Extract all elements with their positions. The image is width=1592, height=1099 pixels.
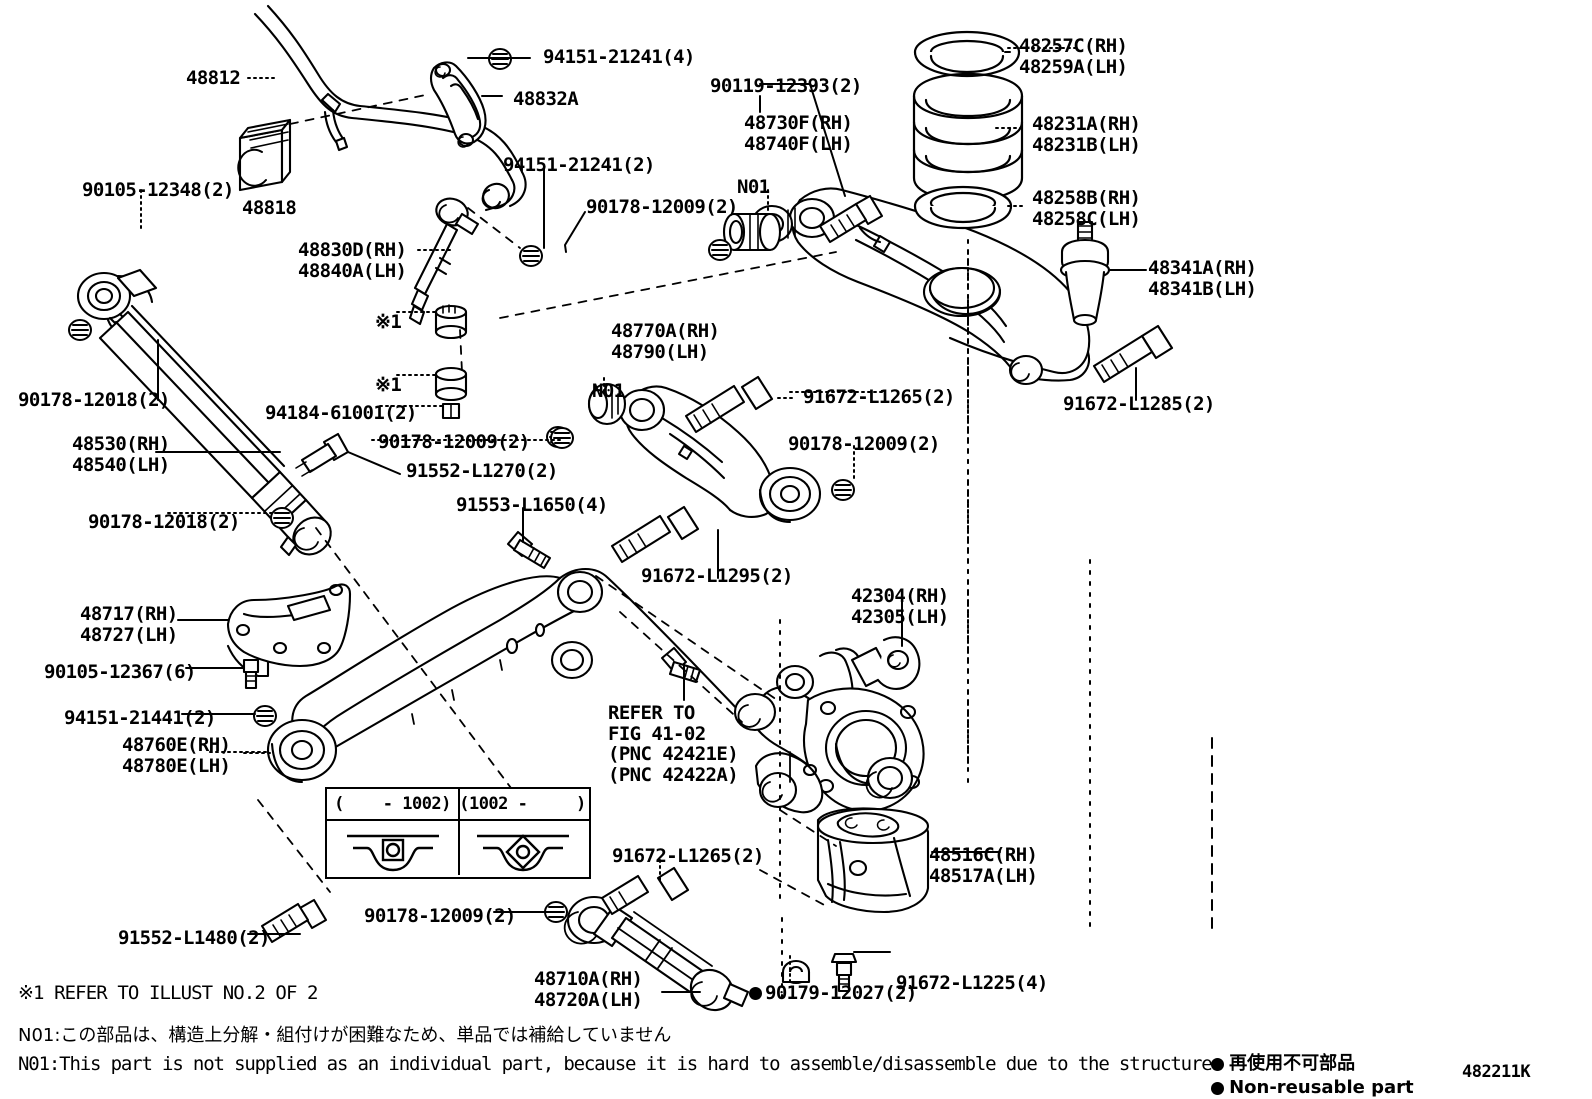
part-label-90105-12348: 90105-12348(2) xyxy=(82,179,234,201)
part-label-48760e: 48760E(RH) 48780E(LH) xyxy=(122,734,231,777)
nonreusable-bullet-icon-2 xyxy=(1211,1081,1225,1095)
part-label-48516c: 48516C(RH) 48517A(LH) xyxy=(929,844,1038,887)
part-label-94151-21241-4: 94151-21241(4) xyxy=(543,46,695,68)
part-label-48530: 48530(RH) 48540(LH) xyxy=(72,433,170,476)
variant-col2-symbol xyxy=(460,821,585,875)
part-label-42304: 42304(RH) 42305(LH) xyxy=(851,585,949,628)
note-n01-jp: N01:この部品は、構造上分解・組付けが困難なため、単品では補給していません xyxy=(18,1025,672,1046)
part-label-91672-l1265-a: 91672-L1265(2) xyxy=(803,386,955,408)
part-label-90119-12393: 90119-12393(2) xyxy=(710,75,862,97)
nonreusable-bullet-icon-3 xyxy=(749,987,762,1000)
legend-nonreusable-jp: 再使用不可部品 xyxy=(1186,1028,1355,1096)
part-label-48341a: 48341A(RH) 48341B(LH) xyxy=(1148,257,1257,300)
part-label-48832a: 48832A xyxy=(513,88,579,110)
variant-col1-header: ( - 1002) xyxy=(327,789,460,819)
part-label-90178-12009-a: 90178-12009(2) xyxy=(586,196,738,218)
legend-en-text: Non-reusable part xyxy=(1229,1077,1414,1098)
part-label-90178-12018-a: 90178-12018(2) xyxy=(18,389,170,411)
part-label-90105-12367: 90105-12367(6) xyxy=(44,661,196,683)
part-label-n01-a: N01 xyxy=(737,176,770,198)
part-label-star1-a: ※1 xyxy=(375,311,402,333)
part-label-n01-b: N01 xyxy=(592,380,625,402)
part-label-text: 90179-12027(2) xyxy=(765,982,917,1004)
part-label-91552-l1270: 91552-L1270(2) xyxy=(406,460,558,482)
variant-col2-header: (1002 - ) xyxy=(459,794,586,814)
part-label-48818: 48818 xyxy=(242,197,297,219)
part-label-refer: REFER TO FIG 41-02 (PNC 42421E) (PNC 424… xyxy=(608,702,739,786)
part-label-94151-21441: 94151-21441(2) xyxy=(64,707,216,729)
legend-nonreusable-en: Non-reusable part xyxy=(1186,1056,1414,1099)
part-label-48257c: 48257C(RH) 48259A(LH) xyxy=(1019,35,1128,78)
part-label-90178-12018-b: 90178-12018(2) xyxy=(88,511,240,533)
part-label-90179-12027: 90179-12027(2) xyxy=(749,982,917,1004)
variant-col1-symbol xyxy=(327,821,460,875)
part-label-91672-l1295: 91672-L1295(2) xyxy=(641,565,793,587)
part-label-48812: 48812 xyxy=(186,67,241,89)
part-label-91553-l1650: 91553-L1650(4) xyxy=(456,494,608,516)
part-label-90178-12009-d: 90178-12009(2) xyxy=(364,905,516,927)
footnote-illust-ref: ※1 REFER TO ILLUST NO.2 OF 2 xyxy=(18,982,318,1004)
part-label-48717: 48717(RH) 48727(LH) xyxy=(80,603,178,646)
part-label-91672-l1285: 91672-L1285(2) xyxy=(1063,393,1215,415)
part-label-91672-l1225: 91672-L1225(4) xyxy=(896,972,1048,994)
part-label-91672-l1265-b: 91672-L1265(2) xyxy=(612,845,764,867)
part-label-48730f: 48730F(RH) 48740F(LH) xyxy=(744,112,853,155)
part-label-94151-21241-2: 94151-21241(2) xyxy=(503,154,655,176)
part-label-48710a: 48710A(RH) 48720A(LH) xyxy=(534,968,643,1011)
part-label-91552-l1480: 91552-L1480(2) xyxy=(118,927,270,949)
part-label-94184-61001: 94184-61001(2) xyxy=(265,402,417,424)
part-label-90178-12009-b: 90178-12009(2) xyxy=(378,431,530,453)
part-label-48258b: 48258B(RH) 48258C(LH) xyxy=(1032,187,1141,230)
part-label-48830d: 48830D(RH) 48840A(LH) xyxy=(298,239,407,282)
nonreusable-bullet-icon xyxy=(1211,1057,1225,1071)
part-label-48231a: 48231A(RH) 48231B(LH) xyxy=(1032,113,1141,156)
production-variant-table: ( - 1002) (1002 - ) xyxy=(325,787,591,879)
part-label-90178-12009-c: 90178-12009(2) xyxy=(788,433,940,455)
part-label-48770a: 48770A(RH) 48790(LH) xyxy=(611,320,720,363)
part-label-star1-b: ※1 xyxy=(375,374,402,396)
legend-jp-text: 再使用不可部品 xyxy=(1229,1053,1356,1074)
note-n01-en: N01:This part is not supplied as an indi… xyxy=(18,1053,1213,1075)
figure-code: 482211K xyxy=(1462,1062,1531,1082)
